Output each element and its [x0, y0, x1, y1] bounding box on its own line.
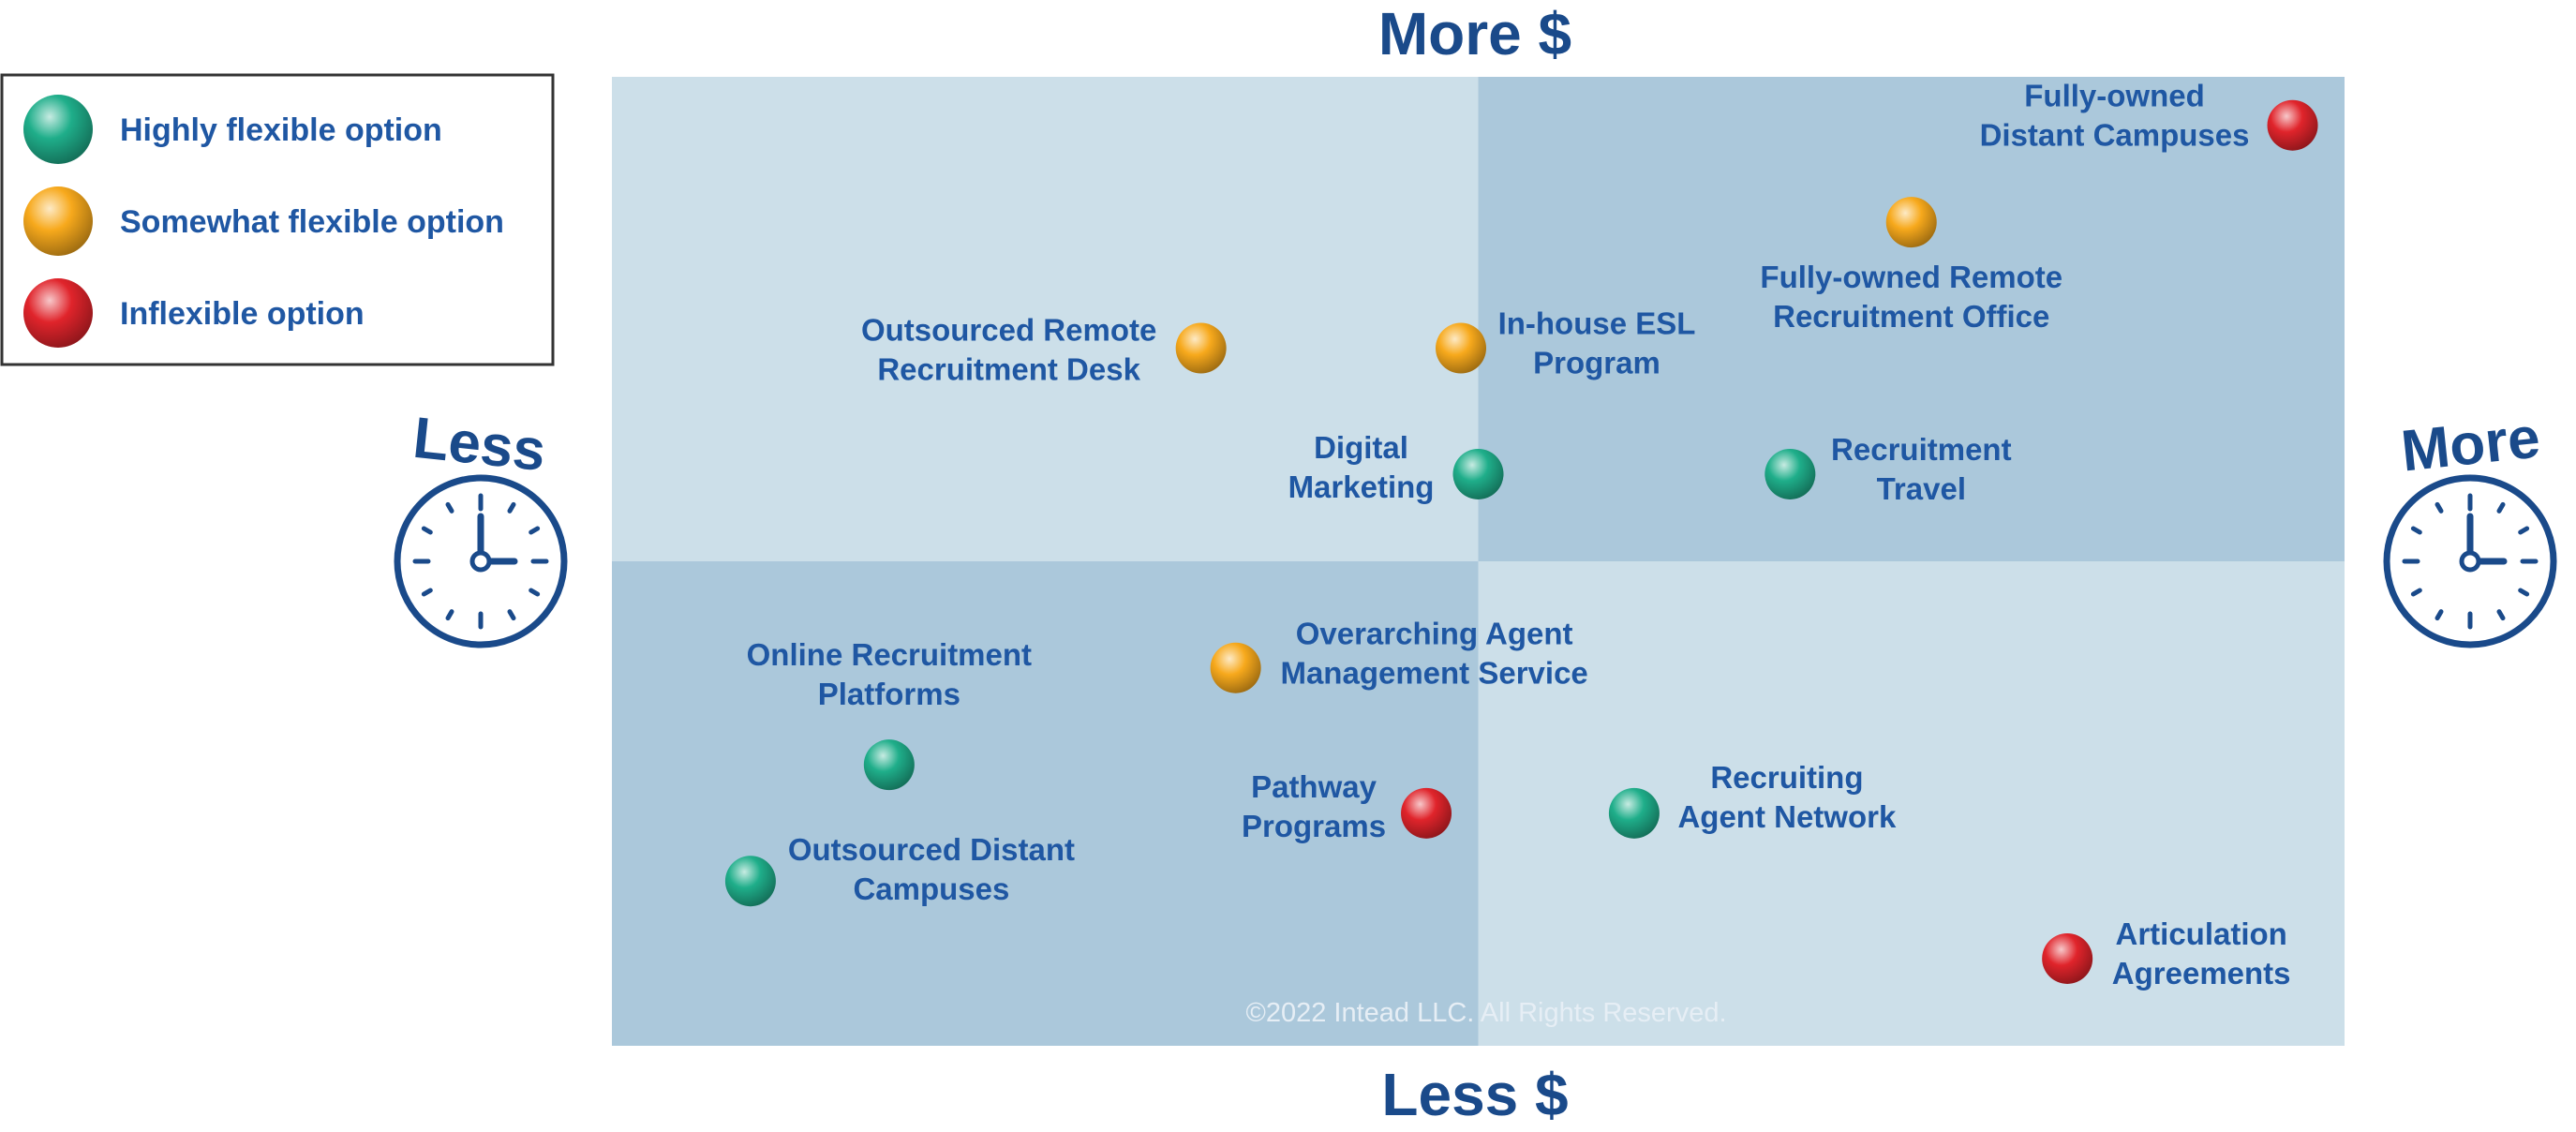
- legend-label-some: Somewhat flexible option: [120, 204, 504, 240]
- data-point-marker: [1401, 787, 1452, 839]
- data-point-marker: [1608, 787, 1660, 839]
- data-point-marker: [2267, 99, 2318, 151]
- clock-icon-less-time: [394, 474, 568, 648]
- quadrant-top-right: [1478, 77, 2345, 561]
- data-point-marker: [724, 856, 776, 907]
- quadrant-top-left: [612, 77, 1479, 561]
- x-axis-left-label: Less: [410, 406, 549, 484]
- data-point-marker: [2042, 932, 2093, 984]
- copyright-text: ©2022 Intead LLC. All Rights Reserved.: [1245, 998, 1726, 1028]
- data-point-marker: [1764, 448, 1816, 499]
- quadrant-bottom-left: [612, 561, 1479, 1046]
- clock-icon-more-time: [2383, 474, 2557, 648]
- legend-label-high: Highly flexible option: [120, 112, 442, 148]
- y-axis-bottom-label: Less $: [1381, 1061, 1568, 1128]
- data-point-marker: [1885, 197, 1937, 248]
- quadrant-background: [612, 77, 2345, 1046]
- data-point-marker: [1175, 322, 1227, 374]
- legend-marker-some: [23, 186, 93, 256]
- legend-marker-none: [23, 278, 93, 348]
- data-point-marker: [863, 739, 915, 791]
- y-axis-top-label: More $: [1378, 0, 1571, 67]
- data-point-marker: [1452, 448, 1504, 499]
- legend-box: [0, 73, 555, 366]
- data-point-marker: [1210, 642, 1261, 693]
- x-axis-right-label: More: [2398, 405, 2543, 484]
- data-point-marker: [1436, 322, 1487, 374]
- legend-label-none: Inflexible option: [120, 296, 365, 332]
- legend-marker-high: [23, 95, 93, 164]
